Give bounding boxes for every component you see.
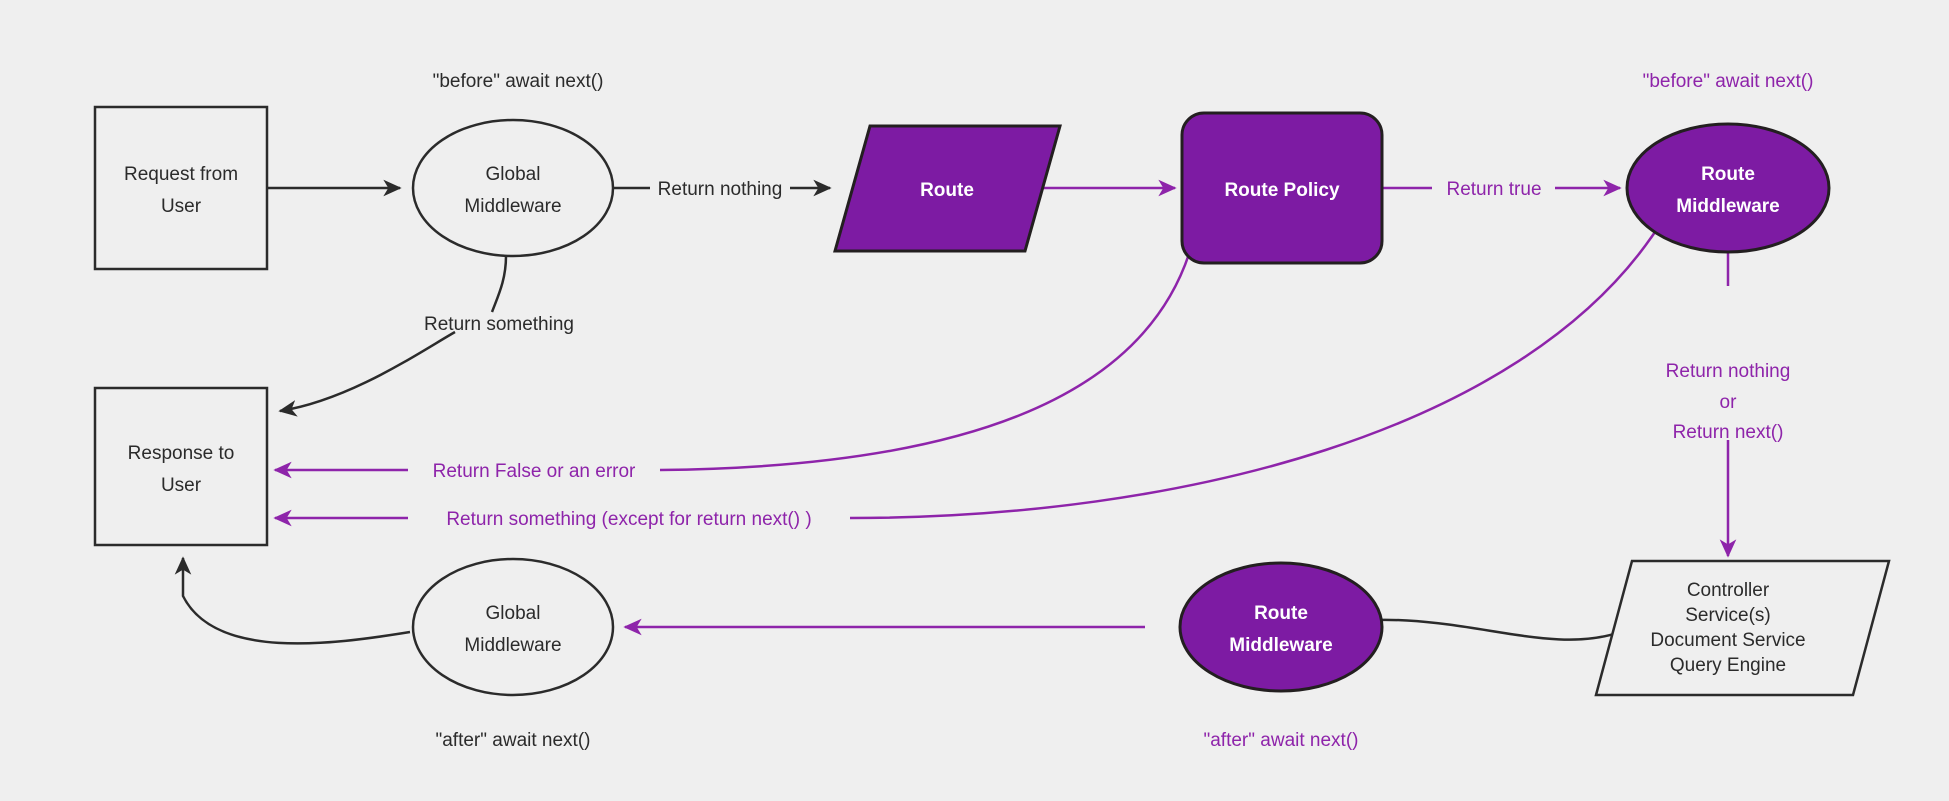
edge-policy-return-false-curve: [659, 253, 1191, 472]
controller-services-line3: Document Service: [1650, 630, 1805, 651]
edge-global-return-something-lower: [278, 330, 456, 417]
route-shape: [833, 124, 1062, 253]
node-route-middleware-bottom[interactable]: Route Middleware: [1178, 561, 1384, 693]
controller-services-line1: Controller: [1687, 580, 1770, 601]
route-label: Route: [920, 180, 974, 201]
annotation-before-await-next-global: "before" await next(): [433, 71, 604, 92]
route-middleware-bottom-shape: [1178, 561, 1384, 693]
controller-services-shape: [1594, 559, 1891, 697]
global-middleware-bottom-shape: [411, 557, 615, 697]
node-global-middleware-top[interactable]: Global Middleware: [411, 118, 615, 258]
node-global-middleware-bottom[interactable]: Global Middleware: [411, 557, 615, 697]
route-middleware-top-shape: [1625, 122, 1831, 254]
request-from-user-line2: User: [161, 196, 202, 217]
annotation-after-await-next-global: "after" await next(): [436, 730, 591, 751]
edge-label-return-something: Return something: [424, 314, 574, 335]
edge-label-return-nothing-or-next-line3: Return next(): [1673, 422, 1784, 443]
route-policy-label: Route Policy: [1224, 180, 1340, 201]
response-to-user-line1: Response to: [128, 443, 235, 464]
node-controller-services[interactable]: Controller Service(s) Document Service Q…: [1594, 559, 1891, 697]
request-from-user-shape: [93, 105, 269, 271]
node-route-policy[interactable]: Route Policy: [1180, 111, 1384, 265]
edge-label-return-true: Return true: [1446, 179, 1541, 200]
node-route-middleware-top[interactable]: Route Middleware: [1625, 122, 1831, 254]
edge-label-return-something-except: Return something (except for return next…: [446, 509, 811, 530]
controller-services-line4: Query Engine: [1670, 655, 1786, 676]
route-policy-shape: [1180, 111, 1384, 265]
route-middleware-bottom-line2: Middleware: [1229, 635, 1332, 656]
request-from-user-line1: Request from: [124, 164, 238, 185]
edge-label-return-nothing: Return nothing: [658, 179, 783, 200]
edge-global-return-something-upper: [490, 255, 508, 313]
node-route[interactable]: Route: [833, 124, 1062, 253]
annotation-before-await-next-route: "before" await next(): [1643, 71, 1814, 92]
edge-label-return-false-or-error: Return False or an error: [433, 461, 636, 482]
edge-label-return-nothing-or-next-line2: or: [1720, 392, 1738, 413]
response-to-user-line2: User: [161, 475, 202, 496]
node-response-to-user[interactable]: Response to User: [93, 386, 269, 547]
global-middleware-top-line2: Middleware: [464, 196, 561, 217]
route-middleware-top-line1: Route: [1701, 164, 1755, 185]
edge-global-middleware-bottom-to-response: [174, 556, 411, 645]
global-middleware-bottom-line1: Global: [486, 603, 541, 624]
annotation-after-await-next-route: "after" await next(): [1204, 730, 1359, 751]
response-to-user-shape: [93, 386, 269, 547]
global-middleware-top-shape: [411, 118, 615, 258]
route-middleware-top-line2: Middleware: [1676, 196, 1779, 217]
edge-rm-return-something-curve: [849, 231, 1657, 520]
node-request-from-user[interactable]: Request from User: [93, 105, 269, 271]
route-middleware-bottom-line1: Route: [1254, 603, 1308, 624]
edge-label-return-nothing-or-next-line1: Return nothing: [1666, 361, 1791, 382]
controller-services-line2: Service(s): [1685, 605, 1771, 626]
global-middleware-top-line1: Global: [486, 164, 541, 185]
global-middleware-bottom-line2: Middleware: [464, 635, 561, 656]
